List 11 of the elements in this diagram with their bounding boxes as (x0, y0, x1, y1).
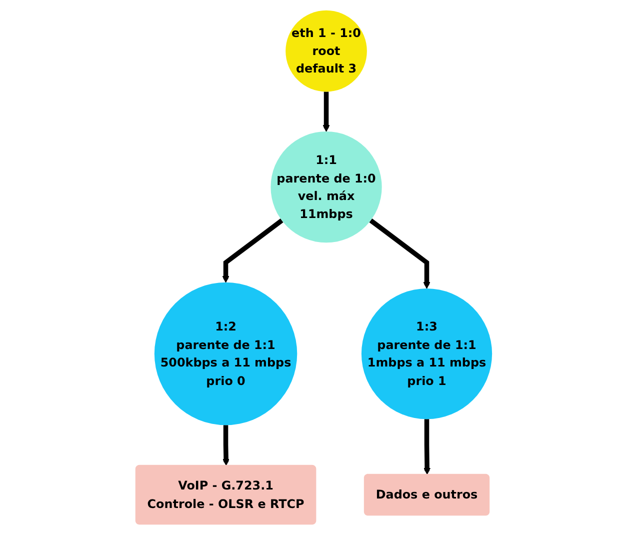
node-circle: eth 1 - 1:0 root default 3 (286, 10, 368, 92)
node-box: VoIP - G.723.1 Controle - OLSR e RTCP (136, 464, 316, 525)
arrow (222, 218, 284, 283)
node-box: Dados e outros (364, 474, 490, 516)
arrow (323, 92, 330, 132)
node-circle: 1:1 parente de 1:0 vel. máx 11mbps (270, 132, 382, 243)
arrow (370, 218, 431, 289)
node-circle: 1:2 parente de 1:1 500kbps a 11 mbps prio 0 (154, 282, 298, 426)
arrow (222, 425, 230, 466)
node-circle: 1:3 parente de 1:1 1mbps a 11 mbps prio 1 (362, 288, 492, 420)
arrow (424, 419, 431, 475)
